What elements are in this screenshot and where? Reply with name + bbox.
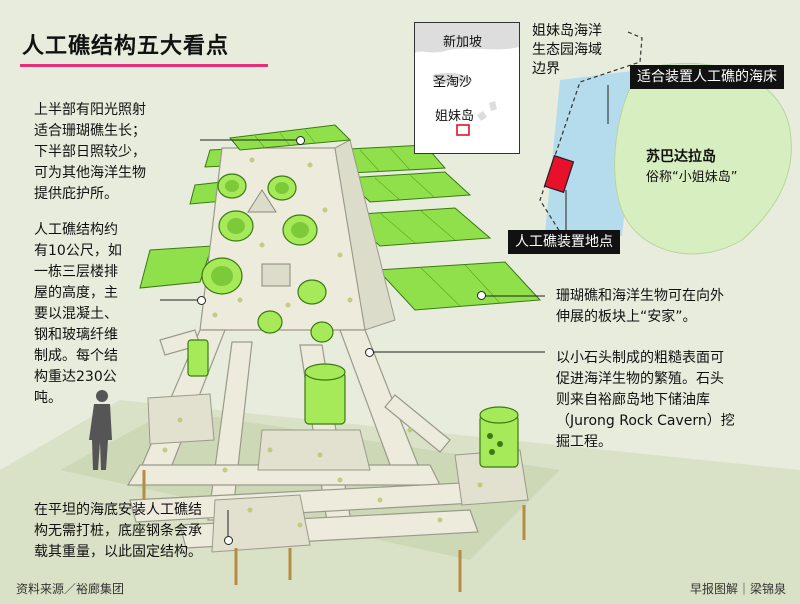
- inset-map: 新加坡 圣淘沙 姐妹岛: [414, 22, 520, 154]
- inset-label-sisters-island: 姐妹岛: [435, 109, 475, 124]
- park-boundary-line: [539, 31, 643, 233]
- callout-panels: 珊瑚礁和海洋生物可在向外 伸展的板块上“安家”。: [556, 288, 724, 325]
- install-site-tag: 人工礁装置地点: [508, 230, 620, 254]
- callout-sunlight: 上半部有阳光照射 适合珊瑚礁生长； 下半部日照较少， 可为其他海洋生物 提供庇护…: [34, 102, 146, 202]
- install-site-marker: [543, 154, 575, 194]
- callout-dot-sunlight: [296, 136, 305, 145]
- inset-label-sentosa: 圣淘沙: [433, 75, 473, 90]
- rough-stone-texture: [162, 157, 483, 528]
- seabed-area: [544, 70, 640, 244]
- habitat-tubes-lower: [187, 339, 519, 468]
- steel-legs: [142, 470, 526, 592]
- sentosa-island: [433, 72, 471, 84]
- inset-label-singapore: 新加坡: [443, 35, 483, 50]
- source-credit: 资料来源／裕廊集团: [16, 582, 125, 596]
- callout-size: 人工礁结构约 有10公尺，如 一栋三层楼排 屋的高度，主 要以混凝土、 钢和玻璃…: [34, 222, 122, 406]
- callout-dot-size: [197, 296, 206, 305]
- roof-panel: [229, 124, 352, 151]
- square-opening: [261, 263, 291, 287]
- park-boundary-label: 姐妹岛海洋 生态园海域 边界: [532, 23, 602, 77]
- singapore-coast: [415, 23, 519, 53]
- callout-base: 在平坦的海底安装人工礁结 构无需打桩，底座钢条会承 载其重量，以此固定结构。: [34, 502, 202, 560]
- inset-location-box: [456, 124, 470, 136]
- page-title: 人工礁结构五大看点: [22, 34, 230, 59]
- island-alias: 俗称“小姐妹岛”: [646, 170, 738, 185]
- seabed-tag: 适合装置人工礁的海床: [630, 65, 784, 89]
- callout-dot-panels: [477, 291, 486, 300]
- tower-upper-side: [334, 139, 396, 331]
- human-scale-figure: [89, 390, 112, 470]
- triangle-opening: [247, 189, 277, 213]
- island-name: 苏巴达拉岛: [646, 149, 716, 165]
- callout-dot-surface: [365, 348, 374, 357]
- title-underline: [20, 64, 268, 67]
- graphic-credit: 早报图解｜梁锦泉: [689, 582, 786, 596]
- callout-surface: 以小石头制成的粗糙表面可 促进海洋生物的繁殖。石头 则来自裕廊岛地下储油库 （J…: [556, 350, 735, 450]
- callout-dot-base: [224, 536, 233, 545]
- coral-panels-right: [328, 144, 542, 311]
